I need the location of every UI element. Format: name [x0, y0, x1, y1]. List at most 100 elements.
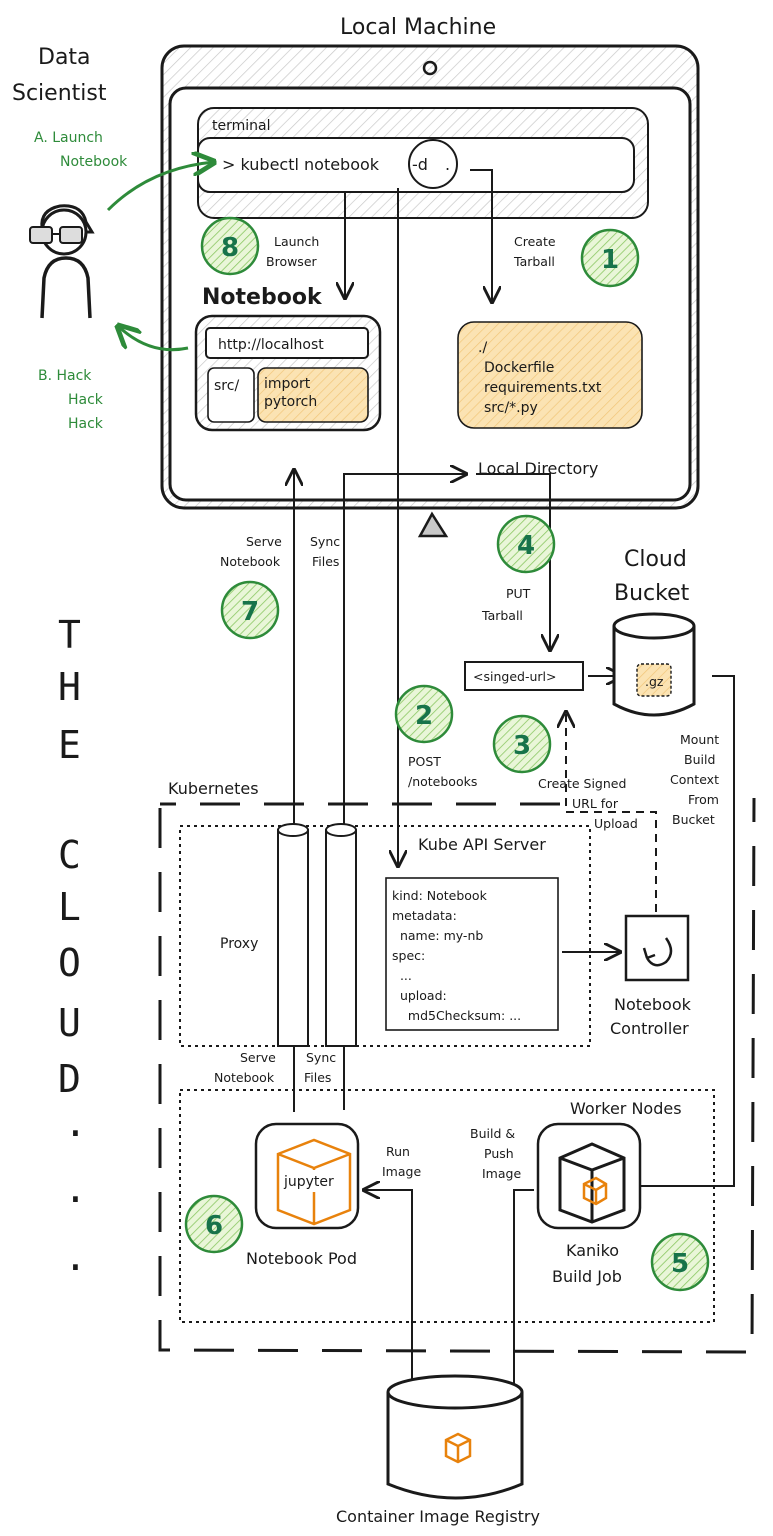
hack-arrow	[118, 326, 189, 352]
cloud-bucket-label-2: Bucket	[614, 581, 690, 606]
notebook-code-2: pytorch	[264, 394, 317, 410]
yaml-line-7: md5Checksum: ...	[392, 1008, 521, 1023]
cloud-letter-10: .	[64, 1167, 87, 1211]
run-image-arrow	[364, 1190, 413, 1448]
local-directory-box	[457, 321, 643, 429]
camera-icon	[422, 60, 438, 76]
step-b-label-1: B. Hack	[38, 368, 92, 384]
yaml-line-2: metadata:	[392, 908, 457, 923]
step-8-badge: 8	[200, 216, 260, 276]
notebook-title: Notebook	[202, 285, 323, 310]
jupyter-label: jupyter	[283, 1174, 334, 1190]
step-6-number: 6	[205, 1211, 223, 1241]
build-push-label-2: Push	[484, 1146, 514, 1161]
step-5-badge: 5	[650, 1232, 710, 1292]
controller-label-2: Controller	[610, 1019, 689, 1038]
terminal-flag: -d	[412, 155, 428, 174]
launch-browser-label-2: Browser	[266, 254, 318, 269]
step-4-number: 4	[517, 531, 535, 561]
cloud-letter-5: L	[58, 885, 81, 929]
directory-line-2: Dockerfile	[484, 360, 554, 376]
mount-build-context-arrow	[624, 675, 735, 1186]
step-2-badge: 2	[394, 684, 454, 744]
local-machine-title: Local Machine	[340, 15, 496, 40]
build-push-label-1: Build &	[470, 1126, 515, 1141]
person-icon	[29, 204, 95, 319]
cloud-letter-1: T	[58, 613, 81, 657]
api-server-label: Kube API Server	[418, 835, 546, 854]
step-a-label-1: A. Launch	[34, 130, 103, 146]
kubernetes-boundary	[158, 797, 756, 1354]
step-1-number: 1	[601, 245, 619, 275]
step-b-label-3: Hack	[68, 416, 104, 432]
run-image-label-2: Image	[382, 1164, 421, 1179]
launch-browser-label-1: Launch	[274, 234, 319, 249]
step-7-badge: 7	[220, 580, 280, 640]
yaml-line-1: kind: Notebook	[392, 888, 488, 903]
step-3-number: 3	[513, 731, 531, 761]
kaniko-cube-icon	[558, 1142, 626, 1224]
kaniko-label-2: Build Job	[552, 1267, 622, 1286]
notebook-url: http://localhost	[218, 337, 324, 353]
notebook-browser	[194, 314, 382, 432]
terminal-dot: .	[445, 155, 450, 174]
worker-nodes-label: Worker Nodes	[570, 1099, 682, 1118]
notebook-manifest	[385, 877, 559, 1031]
build-push-label-3: Image	[482, 1166, 521, 1181]
signed-url-label-3: Upload	[594, 816, 638, 831]
worker-nodes-box	[179, 1089, 715, 1323]
cloud-letter-4: C	[58, 833, 81, 877]
step-8-number: 8	[221, 233, 239, 263]
notebook-sidebar: src/	[214, 378, 239, 394]
cloud-letter-11: .	[64, 1235, 87, 1279]
cloud-letter-8: D	[58, 1057, 81, 1101]
post-label-2: /notebooks	[408, 774, 477, 789]
create-tarball-label-2: Tarball	[513, 254, 555, 269]
create-tarball-arrow	[470, 169, 492, 302]
step-7-number: 7	[241, 597, 259, 627]
signed-url-box	[464, 661, 584, 691]
serve-notebook-label-2: Notebook	[220, 554, 281, 569]
directory-line-3: requirements.txt	[484, 380, 602, 396]
laptop-stand-icon	[417, 511, 449, 538]
cloud-letter-9: .	[64, 1101, 87, 1145]
proxy-tubes	[277, 823, 357, 1047]
refresh-icon	[642, 937, 673, 967]
sync-files-k-label-1: Sync	[306, 1050, 336, 1065]
bucket-file: .gz	[645, 674, 664, 689]
signed-url-label-2: URL for	[572, 796, 619, 811]
data-scientist-label-2: Scientist	[12, 81, 107, 106]
step-4-badge: 4	[496, 514, 556, 574]
signed-url-text: <singed-url>	[473, 669, 556, 684]
put-tarball-arrow	[476, 473, 550, 650]
yaml-line-5: ...	[392, 968, 412, 983]
sync-files-k-label-2: Files	[304, 1070, 331, 1085]
notebook-code-1: import	[264, 376, 311, 392]
mount-label-4: From	[688, 792, 719, 807]
step-3-badge: 3	[492, 714, 552, 774]
step-a-label-2: Notebook	[60, 154, 128, 170]
cloud-bucket-label-1: Cloud	[624, 547, 687, 572]
step-1-badge: 1	[580, 228, 640, 288]
directory-line-4: src/*.py	[484, 400, 538, 416]
step-b-label-2: Hack	[68, 392, 104, 408]
cloud-bucket-icon	[612, 612, 696, 717]
mount-label-2: Build	[684, 752, 715, 767]
registry-icon	[386, 1374, 524, 1500]
run-image-label-1: Run	[386, 1144, 410, 1159]
registry-label: Container Image Registry	[336, 1507, 540, 1526]
step-6-badge: 6	[184, 1194, 244, 1254]
yaml-line-4: spec:	[392, 948, 425, 963]
cloud-letter-6: O	[58, 941, 81, 985]
yaml-line-3: name: my-nb	[392, 928, 483, 943]
cloud-letter-7: U	[58, 1001, 81, 1045]
launch-notebook-arrow	[106, 162, 214, 212]
signed-url-label-1: Create Signed	[538, 776, 626, 791]
serve-notebook-k-label-1: Serve	[240, 1050, 276, 1065]
kubernetes-label: Kubernetes	[168, 779, 259, 798]
notebook-controller-box	[624, 914, 690, 982]
data-scientist-label-1: Data	[38, 45, 91, 70]
terminal-label: terminal	[212, 118, 270, 134]
cloud-letter-3: E	[58, 723, 81, 767]
